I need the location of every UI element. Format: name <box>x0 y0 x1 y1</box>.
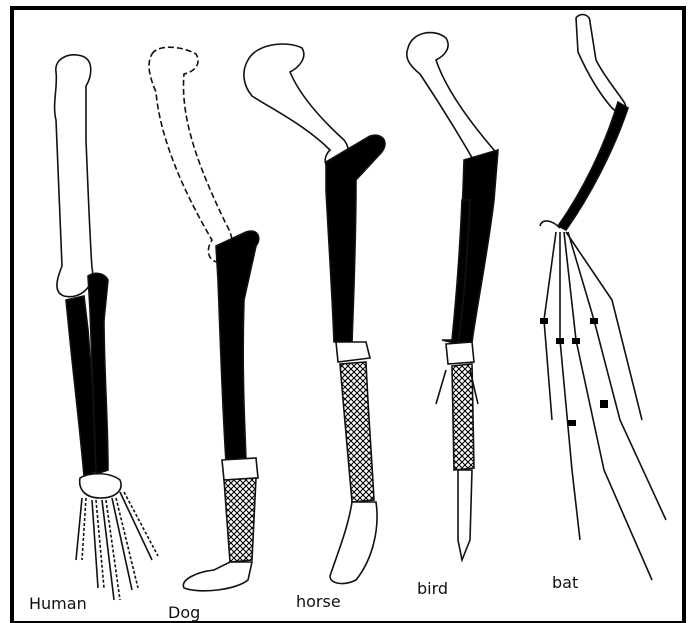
bird-carpometacarpus <box>452 364 474 470</box>
label-human: Human <box>29 594 87 613</box>
bird-carpals <box>446 342 474 364</box>
horse-carpals <box>336 342 370 362</box>
label-horse: horse <box>296 592 341 611</box>
dog-carpals <box>222 458 258 480</box>
label-bat: bat <box>552 573 578 592</box>
human-carpals <box>80 474 121 498</box>
label-dog: Dog <box>168 603 200 622</box>
label-bird: bird <box>417 579 448 598</box>
dog-metacarpals <box>224 478 256 562</box>
